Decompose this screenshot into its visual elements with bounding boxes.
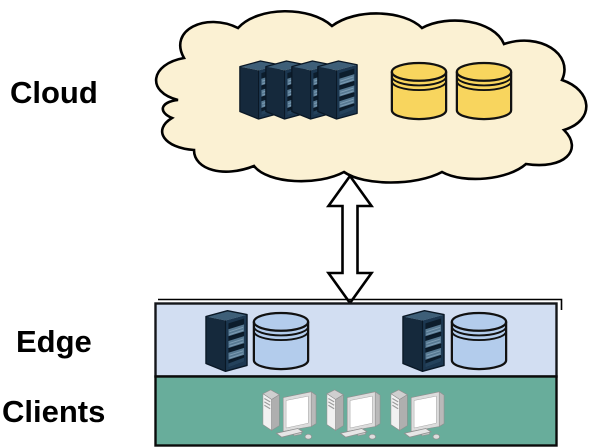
server-rack-icon [205, 309, 248, 373]
cloud-edge-arrow [325, 173, 375, 306]
client-workstations [262, 389, 445, 440]
database-icon [252, 311, 310, 371]
cloud-server-racks [239, 60, 358, 120]
clients-label: Clients [2, 394, 105, 429]
database-icon [390, 61, 448, 121]
cloud-shape [154, 10, 588, 184]
server-rack-icon [317, 60, 358, 120]
edge-layer-shadow-line [158, 298, 563, 310]
edge-label: Edge [16, 324, 92, 359]
clients-layer [154, 375, 558, 447]
database-icon [455, 61, 513, 121]
server-rack-icon [402, 309, 445, 373]
database-icon [450, 311, 508, 371]
cloud-label: Cloud [10, 75, 98, 110]
edge-layer [154, 298, 563, 378]
